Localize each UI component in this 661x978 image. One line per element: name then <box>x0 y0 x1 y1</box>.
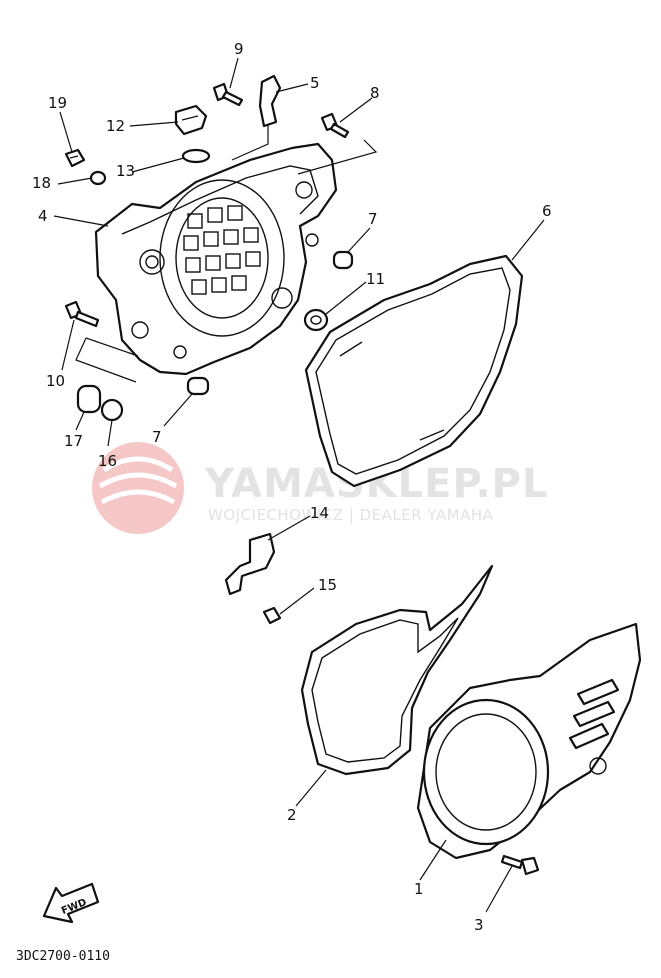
part-label-2: 2 <box>287 806 297 824</box>
diagram-code: 3DC2700-0110 <box>16 949 110 964</box>
seal-11 <box>303 308 329 332</box>
pin-17 <box>76 384 102 414</box>
part-label-8: 8 <box>370 84 380 102</box>
part-label-1: 1 <box>414 880 424 898</box>
part-label-18: 18 <box>32 174 51 192</box>
part-label-7-left: 7 <box>152 428 162 446</box>
part-label-4: 4 <box>38 207 48 225</box>
gasket-6 <box>304 254 524 488</box>
generator-cover <box>416 622 642 860</box>
bolt-15 <box>262 606 282 625</box>
washer-18 <box>89 170 107 186</box>
part-label-17: 17 <box>64 432 83 450</box>
part-label-5: 5 <box>310 74 320 92</box>
bolt-3 <box>500 854 540 876</box>
collar-7-left <box>186 376 210 396</box>
part-label-14: 14 <box>310 504 329 522</box>
part-label-6: 6 <box>542 202 552 220</box>
collar-7-right <box>332 250 354 270</box>
crankcase-cover <box>94 142 338 376</box>
part-label-10: 10 <box>46 372 65 390</box>
watermark-logo-icon <box>92 442 184 534</box>
part-label-16: 16 <box>98 452 117 470</box>
bracket-14 <box>224 532 276 596</box>
part-label-13: 13 <box>116 162 135 180</box>
part-label-12: 12 <box>106 117 125 135</box>
pin-16 <box>100 398 124 422</box>
watermark-tagline: WOJCIECHOWICZ | DEALER YAMAHA <box>208 506 494 524</box>
fwd-arrow-icon: FWD <box>42 882 100 924</box>
bolt-10 <box>64 300 100 328</box>
part-label-3: 3 <box>474 916 484 934</box>
plug-12 <box>174 104 208 136</box>
bolt-19 <box>64 148 86 168</box>
part-label-15: 15 <box>318 576 337 594</box>
part-label-7-right: 7 <box>368 210 378 228</box>
part-label-19: 19 <box>48 94 67 112</box>
bolt-9 <box>212 82 244 107</box>
part-label-11: 11 <box>366 270 385 288</box>
bracket-5 <box>258 74 282 128</box>
leader-lines <box>53 57 545 913</box>
watermark: YAMASKLEP.PL WOJCIECHOWICZ | DEALER YAMA… <box>92 442 547 534</box>
gasket-2 <box>300 564 494 776</box>
o-ring-13 <box>181 148 211 164</box>
part-labels: 1 2 3 4 5 6 7 7 8 9 10 11 12 13 14 15 16… <box>32 40 552 934</box>
bolt-8 <box>320 112 350 139</box>
part-label-9: 9 <box>234 40 244 58</box>
